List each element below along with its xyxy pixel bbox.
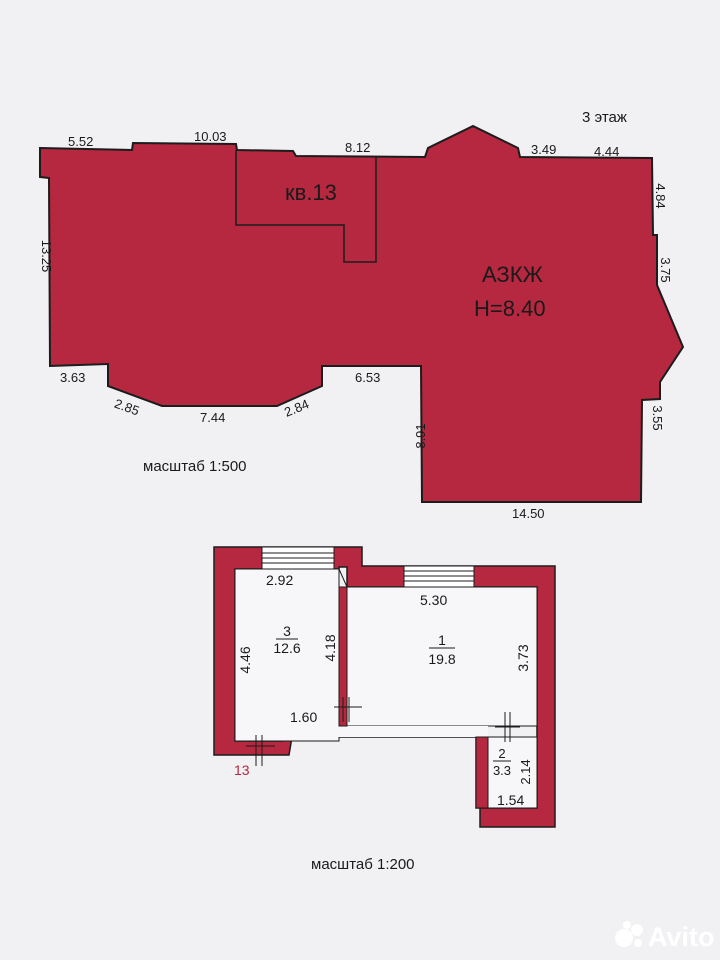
dim-right-mid: 3.75 [658,257,673,282]
room-1-area: 19.8 [428,651,455,667]
room-2-area: 3.3 [493,763,511,778]
height-label: H=8.40 [474,296,546,321]
window-room-1 [403,565,475,588]
room-3-number: 3 [283,623,291,639]
dim-inner-left: 8.91 [413,423,428,448]
dim-bottom-right: 14.50 [512,506,545,521]
dim-top-left: 5.52 [68,134,93,149]
dim-bottom-c: 7.44 [200,410,225,425]
floor-label: 3 этаж [582,109,627,126]
avito-logo-icon [615,921,643,947]
dim-room1-height: 3.73 [515,644,531,671]
window-room-3 [261,546,335,570]
dim-room1-width: 5.30 [420,592,447,608]
dim-room2-width: 1.54 [497,792,524,808]
corridor-floor [282,726,488,737]
building-code-label: АЗКЖ [482,262,544,287]
dim-corridor: 1.60 [290,709,317,725]
watermark-text: Avito [648,922,715,952]
upper-scale-label: масштаб 1:500 [143,458,247,475]
partition-wall [338,586,348,727]
bathroom-wall [475,736,489,809]
lower-scale-label: масштаб 1:200 [311,856,415,873]
dim-room2-height: 2.14 [518,759,533,784]
floor-outline [39,124,685,503]
dim-bottom-e: 6.53 [355,370,380,385]
dim-right-lower: 3.55 [650,405,665,430]
avito-watermark: Avito [615,921,715,952]
dim-left: 13.25 [39,240,54,273]
room-1-number: 1 [438,632,446,648]
lower-plan: 3 12.6 1 19.8 2 3.3 2.92 5.30 4.46 4.18 … [213,546,556,873]
room-3-area: 12.6 [273,640,300,656]
dim-right-upper: 4.84 [653,183,668,208]
door-marks [246,697,520,766]
apartment-13-outline [235,150,377,263]
upper-plan: кв.13 АЗКЖ H=8.40 5.52 10.03 8.12 3.49 4… [39,124,685,521]
dim-bottom-b: 2.85 [112,396,141,419]
dim-room3-width: 2.92 [266,572,293,588]
room-2-number: 2 [498,746,505,761]
apartment-label: кв.13 [285,180,337,205]
dim-bottom-a: 3.63 [60,370,85,385]
room-3-floor [234,568,340,742]
dim-top-right-c: 4.44 [594,144,619,159]
dim-room3-height: 4.46 [237,646,253,673]
room-2-floor [487,736,538,809]
dim-top-mid: 10.03 [194,129,227,144]
unit-marker: 13 [234,762,250,778]
dim-top-right-b: 3.49 [531,142,556,157]
dim-room3-inner: 4.18 [322,634,338,661]
dim-top-right-a: 8.12 [345,140,370,155]
